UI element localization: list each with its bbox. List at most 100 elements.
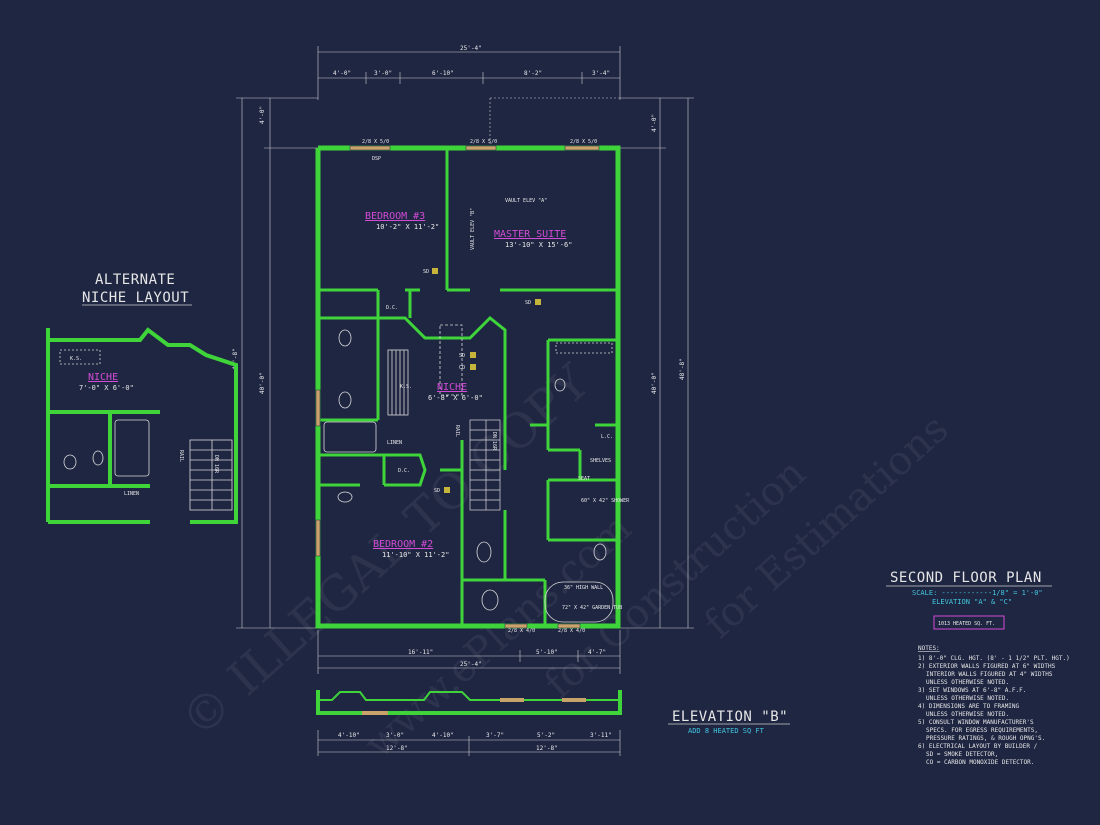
bedroom3-name: BEDROOM #3: [365, 211, 425, 222]
dsp-label: DSP: [372, 156, 381, 162]
bedroom2-size: 11'-10" X 11'-2": [382, 551, 449, 559]
notes-title: NOTES:: [918, 645, 940, 652]
note-line: 5) CONSULT WINDOW MANUFACTURER'S: [918, 719, 1034, 726]
elev-dim-6: 3'-11": [590, 732, 612, 739]
niche-size: 6'-8" X 6'-0": [428, 394, 483, 402]
window-label-5: 2/8 X 4/0: [558, 628, 585, 634]
dim-top-3: 6'-10": [432, 70, 454, 77]
side-dimensions: [236, 97, 694, 629]
elev-dim-8: 12'-8": [536, 745, 558, 752]
window-label-4: 2/8 X 4/0: [508, 628, 535, 634]
elevation-b-dims: [317, 730, 621, 756]
plan-scale: SCALE: ------------1/8" = 1'-0": [912, 589, 1043, 597]
note-line: 3) SET WINDOWS AT 6'-8" A.F.F.: [918, 687, 1026, 694]
alt-title-2: NICHE LAYOUT: [82, 290, 189, 306]
main-stairs: [469, 419, 501, 511]
dim-right-main: 40'-0": [651, 372, 658, 394]
window-label-3: 2/8 X 5/0: [570, 139, 597, 145]
note-line: 6) ELECTRICAL LAYOUT BY BUILDER /: [918, 743, 1038, 750]
note-line: 1) 8'-0" CLG. HGT. (8' - 1 1/2" PLT. HGT…: [918, 655, 1070, 662]
high-wall-label: 36" HIGH WALL: [564, 585, 603, 591]
dc-label: D.C.: [398, 468, 410, 474]
windows: [315, 145, 600, 629]
niche-name: NICHE: [437, 382, 467, 393]
sd-label-1: SD: [423, 269, 429, 275]
bedroom2-name: BEDROOM #2: [373, 539, 433, 550]
detector-markers: [432, 268, 541, 493]
dim-overall-top: 25'-4": [460, 45, 482, 52]
watermark: © ILLEGAL TO COPY www.ePlans.com for Con…: [171, 353, 958, 767]
plan-title: SECOND FLOOR PLAN: [890, 570, 1042, 586]
elev-dim-1: 4'-10": [338, 732, 360, 739]
window-label-2: 2/8 X 5/0: [470, 139, 497, 145]
dim-bottom-1: 16'-11": [408, 649, 433, 656]
bottom-dimensions: [317, 630, 621, 674]
note-line: SPECS. FOR EGRESS REQUIREMENTS,: [926, 727, 1038, 734]
elevation-b-walls: [316, 690, 622, 715]
dim-left-top: 4'-0": [259, 106, 266, 124]
elevation-b-title: ELEVATION "B": [672, 709, 788, 725]
interior-walls: [318, 148, 616, 626]
bedroom3-size: 10'-2" X 11'-2": [376, 223, 439, 231]
heated-box: [933, 615, 1005, 630]
elev-dim-4: 3'-7": [486, 732, 504, 739]
dim-overall-bottom: 25'-4": [460, 661, 482, 668]
co-label: CO: [459, 365, 465, 371]
note-line: UNLESS OTHERWISE NOTED.: [926, 679, 1009, 686]
note-line: SD = SMOKE DETECTOR,: [926, 751, 998, 758]
note-line: INTERIOR WALLS FIGURED AT 4" WIDTHS: [926, 671, 1053, 678]
rail-label: RAIL: [454, 425, 460, 437]
alt-niche-name: NICHE: [88, 372, 118, 383]
fixtures: [323, 324, 614, 623]
plan-heated: 1013 HEATED SQ. FT.: [938, 621, 995, 627]
dn-label: DN 16R: [491, 432, 497, 451]
elev-dim-7: 12'-8": [386, 745, 408, 752]
elevation-b-windows: [362, 698, 586, 715]
vault-b-label: VAULT ELEV "B": [470, 208, 476, 250]
elev-dim-5: 5'-2": [537, 732, 555, 739]
elev-dim-2: 3'-0": [386, 732, 404, 739]
alt-rail-label: RAIL: [178, 450, 184, 462]
sd-label-2: SD: [525, 300, 531, 306]
ks-label: K.S.: [400, 384, 412, 390]
exterior-walls: [315, 145, 621, 629]
lc-label: L.C.: [601, 434, 613, 440]
alt-niche-walls: [46, 327, 238, 524]
seat-label: SEAT: [578, 476, 590, 482]
note-line: 2) EXTERIOR WALLS FIGURED AT 6" WIDTHS: [918, 663, 1056, 670]
window-label-1: 2/8 X 5/0: [362, 139, 389, 145]
dim-top-1: 4'-0": [333, 70, 351, 77]
master-name: MASTER SUITE: [494, 229, 566, 240]
dc-label-2: D.C.: [386, 305, 398, 311]
linen-label: LINEN: [387, 440, 402, 446]
dim-top-5: 3'-4": [592, 70, 610, 77]
vault-a-label: VAULT ELEV "A": [505, 198, 547, 204]
dim-bottom-2: 5'-10": [536, 649, 558, 656]
sd-label-4: SD: [434, 488, 440, 494]
alt-linen-label: LINEN: [124, 491, 139, 497]
elev-dim-3: 4'-10": [432, 732, 454, 739]
dim-top-4: 8'-2": [524, 70, 542, 77]
note-line: PRESSURE RATINGS, & ROUGH OPNG'S.: [926, 735, 1045, 742]
master-size: 13'-10" X 15'-6": [505, 241, 572, 249]
notes-block: NOTES: 1) 8'-0" CLG. HGT. (8' - 1 1/2" P…: [918, 645, 1070, 766]
dim-bottom-3: 4'-7": [588, 649, 606, 656]
alt-dn-label: DN 16R: [213, 455, 219, 474]
dim-right-outer: 48'-8": [679, 358, 686, 380]
dim-top-2: 3'-0": [374, 70, 392, 77]
shelves-label: SHELVES: [590, 458, 611, 464]
note-line: UNLESS OTHERWISE NOTED.: [926, 711, 1009, 718]
elevation-b-subtitle: ADD 8 HEATED SQ FT: [688, 727, 765, 735]
dim-left-main: 40'-0": [259, 372, 266, 394]
alt-niche-size: 7'-0" X 6'-0": [79, 384, 134, 392]
top-dimensions: [317, 46, 621, 100]
alt-ks-label: K.S.: [70, 356, 82, 362]
sd-label-3: SD: [459, 353, 465, 359]
note-line: 4) DIMENSIONS ARE TO FRAMING: [918, 703, 1020, 710]
alt-niche-fixtures: [59, 349, 233, 511]
note-line: CO = CARBON MONOXIDE DETECTOR.: [926, 759, 1034, 766]
dim-right-top: 4'-0": [651, 114, 658, 132]
plan-elevation: ELEVATION "A" & "C": [932, 598, 1012, 606]
